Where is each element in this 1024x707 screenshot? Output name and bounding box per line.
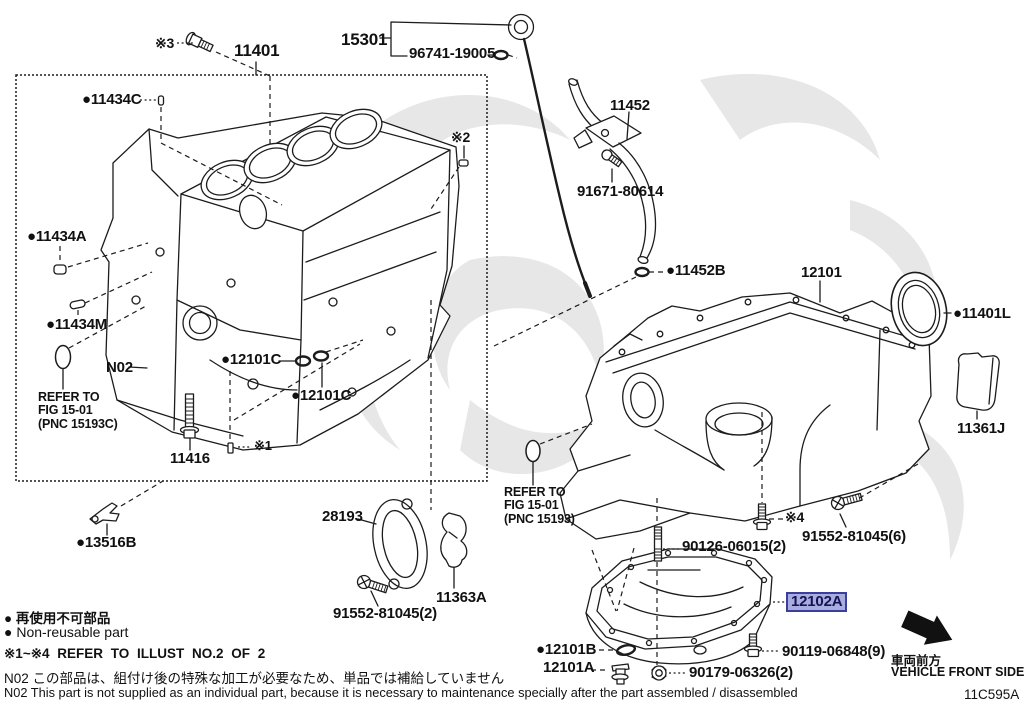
label-11434M: ●11434M	[46, 316, 108, 333]
pin-ref1	[227, 442, 234, 454]
oil-pan-upper-drawing	[559, 292, 932, 540]
label-90179-06326: 90179-06326(2)	[689, 664, 793, 681]
pin-11434C	[157, 95, 165, 106]
bolt-11416	[179, 393, 200, 439]
pin-ref2	[458, 159, 469, 167]
oring-refer-15193	[525, 439, 541, 463]
nut-90179-06326	[651, 665, 667, 681]
bracket-11363A-drawing	[440, 512, 468, 568]
vehicle-front-label-jp: 車両前方	[891, 654, 942, 668]
label-91552-81045-6: 91552-81045(6)	[802, 528, 906, 545]
label-ref4: ※4	[785, 509, 805, 525]
label-15301: 15301	[341, 30, 388, 49]
label-13516B: ●13516B	[76, 534, 137, 551]
label-11401L: ●11401L	[953, 305, 1011, 322]
label-90119-06848: 90119-06848(9)	[782, 643, 886, 660]
front-direction-arrow	[901, 610, 953, 645]
cover-11361J-drawing	[956, 352, 1000, 411]
leader-15301	[379, 21, 518, 59]
oring-refer-15193C	[54, 344, 72, 370]
seal-11401L-drawing	[890, 271, 948, 347]
guide-tube-11452-drawing	[567, 78, 657, 265]
label-11361J: 11361J	[957, 420, 1006, 437]
block-illustration-frame	[15, 74, 488, 482]
oring-12101C-1	[294, 355, 312, 367]
legend-nonreusable-jp: ● 再使用不可部品	[4, 611, 111, 626]
gasket-28193-drawing	[372, 498, 428, 590]
label-11452: 11452	[610, 97, 650, 114]
label-90126-06015: 90126-06015(2)	[682, 538, 786, 555]
dipstick-drawing	[507, 13, 592, 298]
oring-96741-19005	[493, 49, 509, 61]
label-91552-81045-2: 91552-81045(2)	[333, 605, 437, 622]
oring-12101C-2	[312, 350, 330, 362]
label-11434A: ●11434A	[27, 228, 87, 245]
vehicle-front-label-en: VEHICLE FRONT SIDE	[891, 665, 1024, 679]
oring-12101B	[615, 644, 637, 656]
label-12102A[interactable]: 12102A	[786, 592, 848, 612]
cylinder-block-drawing	[100, 108, 460, 451]
plug-12101A	[611, 663, 630, 685]
legend-nonreusable-en: ● Non-reusable part	[4, 624, 129, 640]
plug-11434M	[69, 299, 86, 310]
label-ref1: ※1	[254, 438, 272, 453]
label-11434C: ●11434C	[82, 91, 142, 108]
stud-90126-06015	[653, 526, 663, 562]
leader-lines	[59, 42, 978, 674]
label-11452B: ●11452B	[666, 262, 726, 279]
legend-n02-jp: N02 この部品は、組付け後の特殊な加工が必要なため、単品では補給していません	[4, 671, 505, 686]
label-ref2: ※2	[451, 129, 471, 145]
figure-code: 11C595A	[964, 687, 1020, 702]
label-12101A: 12101A	[543, 659, 595, 676]
label-11416: 11416	[170, 450, 210, 467]
label-11401: 11401	[234, 41, 280, 60]
bolt-91552-81045-2	[356, 574, 389, 594]
label-N02: N02	[106, 359, 133, 376]
bolt-90119-06848	[743, 633, 763, 658]
label-ref3: ※3	[155, 35, 175, 51]
bolt-91671-80614	[601, 149, 623, 168]
bolt-ref4	[752, 503, 772, 531]
oil-pan-lower-drawing	[585, 548, 773, 665]
label-12101: 12101	[801, 264, 842, 281]
legend-n02-en: N02 This part is not supplied as an indi…	[4, 685, 798, 700]
label-11363A: 11363A	[436, 589, 487, 606]
oring-11452B	[634, 266, 650, 278]
label-96741-19005: 96741-19005	[409, 45, 496, 62]
label-12101C-1: ●12101C	[221, 351, 282, 368]
label-12101B: ●12101B	[536, 641, 597, 658]
label-28193: 28193	[322, 508, 363, 525]
bolt-ref3	[185, 31, 214, 53]
legend-refer-illust: ※1~※4 REFER TO ILLUST NO.2 OF 2	[4, 646, 266, 661]
clip-13516B	[89, 502, 120, 525]
label-91671-80614: 91671-80614	[577, 183, 664, 200]
plug-11434A	[53, 264, 67, 275]
label-12101C-2: ●12101C	[291, 387, 352, 404]
